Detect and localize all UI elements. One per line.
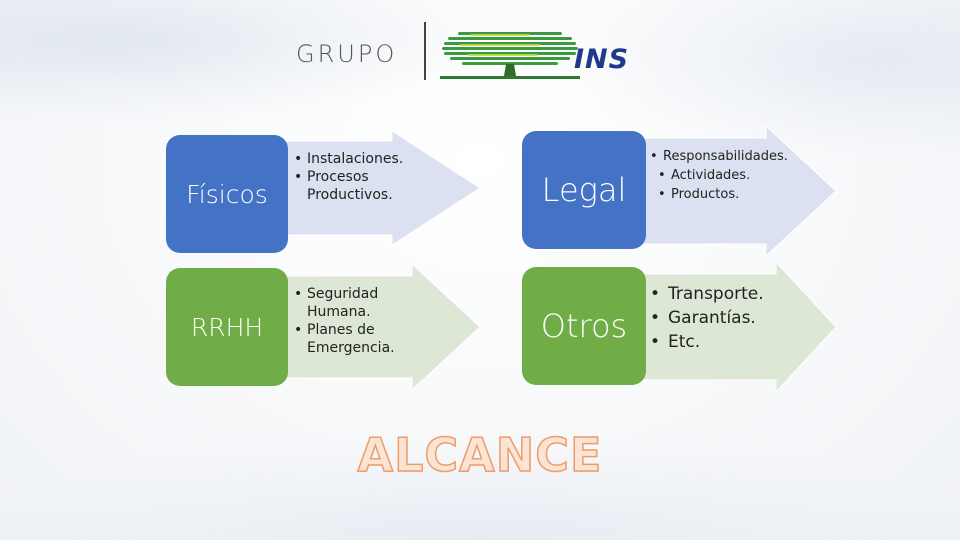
otros-bullet-1: Transporte. bbox=[650, 282, 820, 306]
fisicos-bullet-1: Instalaciones. bbox=[294, 150, 444, 168]
alcance-title: ALCANCE bbox=[357, 427, 603, 483]
fisicos-label: Físicos bbox=[186, 179, 268, 209]
fisicos-box: Físicos bbox=[166, 135, 288, 253]
rrhh-bullet-1: Seguridad Humana. bbox=[294, 285, 404, 321]
otros-box: Otros bbox=[522, 267, 646, 385]
rrhh-label: RRHH bbox=[190, 312, 264, 342]
legal-box: Legal bbox=[522, 131, 646, 249]
legal-bullets: Responsabilidades. Actividades. Producto… bbox=[650, 147, 820, 204]
legal-bullet-3: Productos. bbox=[658, 185, 820, 204]
fisicos-bullet-2: Procesos Productivos. bbox=[294, 168, 444, 204]
rrhh-box: RRHH bbox=[166, 268, 288, 386]
rrhh-bullets: Seguridad Humana. Planes de Emergencia. bbox=[294, 285, 404, 357]
logo-divider bbox=[424, 22, 426, 80]
otros-bullet-3: Etc. bbox=[650, 330, 820, 354]
logo-grupo-text: GRUPO bbox=[296, 40, 398, 68]
logo-ins-text: INS bbox=[574, 44, 630, 75]
tree-icon bbox=[440, 32, 580, 79]
legal-bullet-2: Actividades. bbox=[658, 166, 820, 185]
fisicos-bullets: Instalaciones. Procesos Productivos. bbox=[294, 150, 444, 204]
otros-bullet-2: Garantías. bbox=[650, 306, 820, 330]
legal-bullet-1: Responsabilidades. bbox=[650, 147, 820, 166]
legal-label: Legal bbox=[541, 171, 627, 209]
rrhh-bullet-2: Planes de Emergencia. bbox=[294, 321, 404, 357]
otros-label: Otros bbox=[540, 307, 628, 345]
grupo-ins-logo: GRUPO INS bbox=[296, 22, 666, 82]
otros-bullets: Transporte. Garantías. Etc. bbox=[650, 282, 820, 354]
